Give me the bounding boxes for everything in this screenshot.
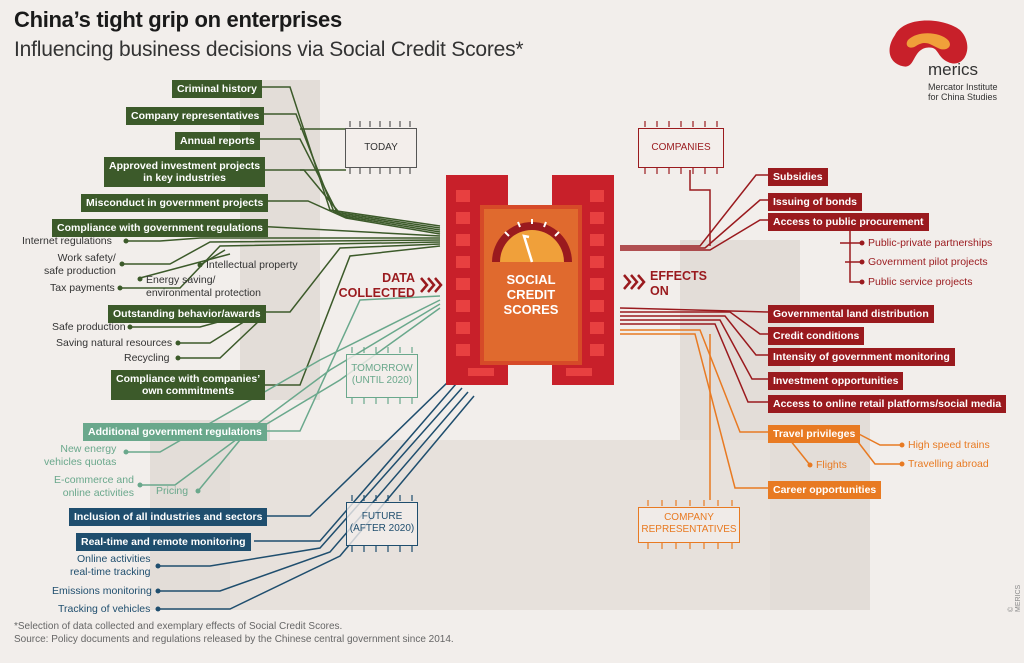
label-career-opportunities: Career opportunities	[768, 481, 882, 499]
sub-online-tracking: Online activities real-time tracking	[70, 553, 151, 578]
today-chip: TODAY	[345, 128, 417, 168]
label-inclusion-all-industries: Inclusion of all industries and sectors	[69, 508, 268, 526]
sub-energy-saving: Energy saving/ environmental protection	[146, 274, 261, 299]
label-approved-investment: Approved investment projects in key indu…	[104, 157, 266, 187]
sub-public-service: Public service projects	[868, 276, 973, 288]
label-credit-conditions: Credit conditions	[768, 327, 865, 345]
footnote: *Selection of data collected and exempla…	[14, 621, 343, 632]
source-note: Source: Policy documents and regulations…	[14, 634, 454, 645]
sub-ppp: Public-private partnerships	[868, 237, 993, 249]
label-public-procurement: Access to public procurement	[768, 213, 929, 231]
merics-logo-mark	[889, 20, 968, 67]
label-investment-opportunities: Investment opportunities	[768, 372, 904, 390]
effects-on-label: EFFECTS ON	[650, 269, 707, 298]
sub-saving-natural-resources: Saving natural resources	[56, 337, 173, 349]
label-additional-regulations: Additional government regulations	[83, 423, 267, 441]
chip-pins	[349, 121, 733, 552]
label-subsidies: Subsidies	[768, 168, 828, 186]
logo-subtitle: Mercator Institute for China Studies	[928, 82, 998, 102]
label-online-retail: Access to online retail platforms/social…	[768, 395, 1007, 413]
label-issuing-bonds: Issuing of bonds	[768, 193, 862, 211]
label-own-commitments: Compliance with companies’ own commitmen…	[111, 370, 266, 400]
label-outstanding-behavior: Outstanding behavior/awards	[108, 305, 266, 323]
sub-travelling-abroad: Travelling abroad	[908, 458, 989, 470]
sub-work-safety: Work safety/ safe production	[44, 252, 116, 277]
sub-high-speed-trains: High speed trains	[908, 439, 990, 451]
sub-recycling: Recycling	[124, 352, 170, 364]
sub-intellectual-property: Intellectual property	[206, 259, 298, 271]
label-criminal-history: Criminal history	[172, 80, 262, 98]
sub-tracking-vehicles: Tracking of vehicles	[58, 603, 151, 615]
label-land-distribution: Governmental land distribution	[768, 305, 934, 323]
bullet-dots	[117, 238, 905, 612]
label-company-representatives: Company representatives	[126, 107, 265, 125]
sub-tax-payments: Tax payments	[50, 282, 115, 294]
data-collected-label: DATA COLLECTED	[338, 271, 415, 300]
sub-ecommerce: E-commerce and online activities	[54, 474, 134, 499]
central-score-device	[446, 175, 614, 385]
companies-chip: COMPANIES	[638, 128, 724, 168]
sub-pilot-projects: Government pilot projects	[868, 256, 988, 268]
social-credit-scores-label: SOCIAL CREDIT SCORES	[503, 272, 559, 317]
page-title: China’s tight grip on enterprises	[14, 7, 342, 32]
label-annual-reports: Annual reports	[175, 132, 260, 150]
copyright: © MERICS	[1008, 584, 1022, 612]
sub-emissions-monitoring: Emissions monitoring	[52, 585, 152, 597]
sub-nev-quotas: New energy vehicles quotas	[44, 443, 117, 468]
label-compliance-regulations: Compliance with government regulations	[52, 219, 268, 237]
future-chip: FUTURE (AFTER 2020)	[346, 502, 418, 546]
label-monitoring-intensity: Intensity of government monitoring	[768, 348, 955, 366]
label-realtime-monitoring: Real-time and remote monitoring	[76, 533, 251, 551]
sub-internet-regulations: Internet regulations	[22, 235, 112, 247]
sub-pricing: Pricing	[156, 485, 189, 497]
label-misconduct: Misconduct in government projects	[81, 194, 269, 212]
company-representatives-chip: COMPANY REPRESENTATIVES	[638, 507, 740, 543]
tomorrow-chip: TOMORROW (UNTIL 2020)	[346, 354, 418, 398]
logo-name: merics	[928, 60, 979, 79]
page-subtitle: Influencing business decisions via Socia…	[14, 38, 524, 61]
sub-flights: Flights	[816, 459, 847, 471]
label-travel-privileges: Travel privileges	[768, 425, 861, 443]
sub-safe-production: Safe production	[52, 321, 126, 333]
